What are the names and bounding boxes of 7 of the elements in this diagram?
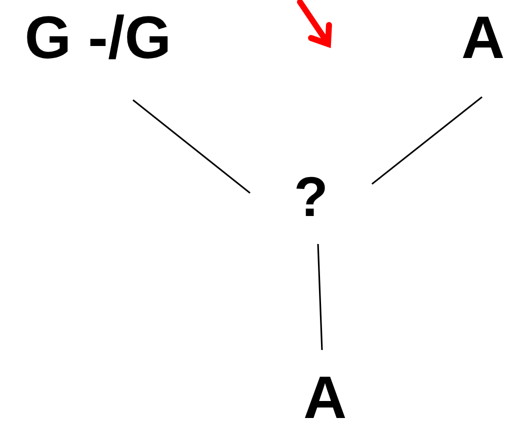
connector-line	[317, 244, 323, 350]
node-label: ?	[294, 169, 328, 225]
connector-line	[372, 96, 482, 185]
connector-line	[132, 99, 250, 194]
node-label: A	[303, 370, 347, 426]
node-label: A	[461, 10, 505, 66]
node-label: G -/G	[24, 10, 172, 66]
